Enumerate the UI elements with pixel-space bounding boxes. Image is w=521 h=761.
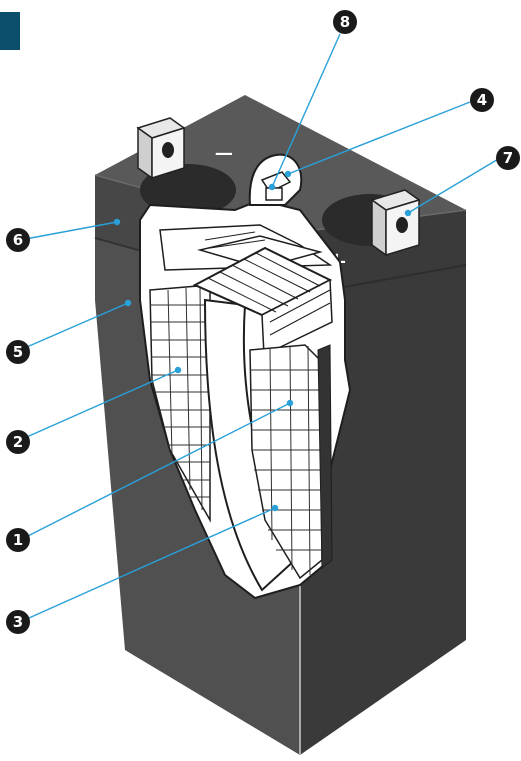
leader-line-1: [19, 402, 291, 541]
callout-3: 3: [6, 610, 30, 634]
leader-dot-6: [113, 218, 121, 226]
svg-text:8: 8: [340, 13, 350, 31]
svg-text:7: 7: [503, 149, 513, 167]
leader-line-8: [271, 33, 341, 188]
callout-4: 4: [470, 88, 494, 112]
svg-text:1: 1: [13, 531, 23, 549]
grid-plate-rear: [149, 284, 211, 523]
svg-text:4: 4: [477, 91, 487, 109]
callout-6: 6: [6, 228, 30, 252]
leader-line-5: [19, 302, 129, 351]
svg-text:2: 2: [13, 433, 23, 451]
grid-plate-front: [249, 344, 333, 580]
leader-dot-1: [286, 399, 294, 407]
negative-terminal: [136, 117, 186, 180]
leader-dot-7: [404, 209, 412, 217]
leader-dot-8: [268, 183, 276, 191]
negative-sign: −: [213, 139, 235, 169]
leader-line-4: [287, 101, 471, 175]
leader-dots: [113, 170, 412, 512]
corner-tab: [0, 12, 20, 50]
leader-line-6: [19, 221, 118, 241]
callout-5: 5: [6, 340, 30, 364]
svg-text:3: 3: [13, 613, 23, 631]
leader-line-3: [19, 507, 276, 623]
positive-terminal: [370, 189, 421, 257]
leader-dot-2: [174, 366, 182, 374]
leader-line-7: [407, 157, 501, 214]
negative-terminal-recess: [140, 164, 236, 216]
leader-dot-5: [124, 299, 132, 307]
callout-2: 2: [6, 430, 30, 454]
leader-dot-4: [284, 170, 292, 178]
callout-1: 1: [6, 528, 30, 552]
stacked-plates-top: [192, 246, 333, 357]
svg-text:6: 6: [13, 231, 23, 249]
leader-line-2: [19, 369, 179, 441]
leader-lines: [19, 33, 501, 623]
callout-8: 8: [333, 10, 357, 34]
callout-7: 7: [496, 146, 520, 170]
leader-dot-3: [271, 504, 279, 512]
svg-text:5: 5: [13, 343, 23, 361]
